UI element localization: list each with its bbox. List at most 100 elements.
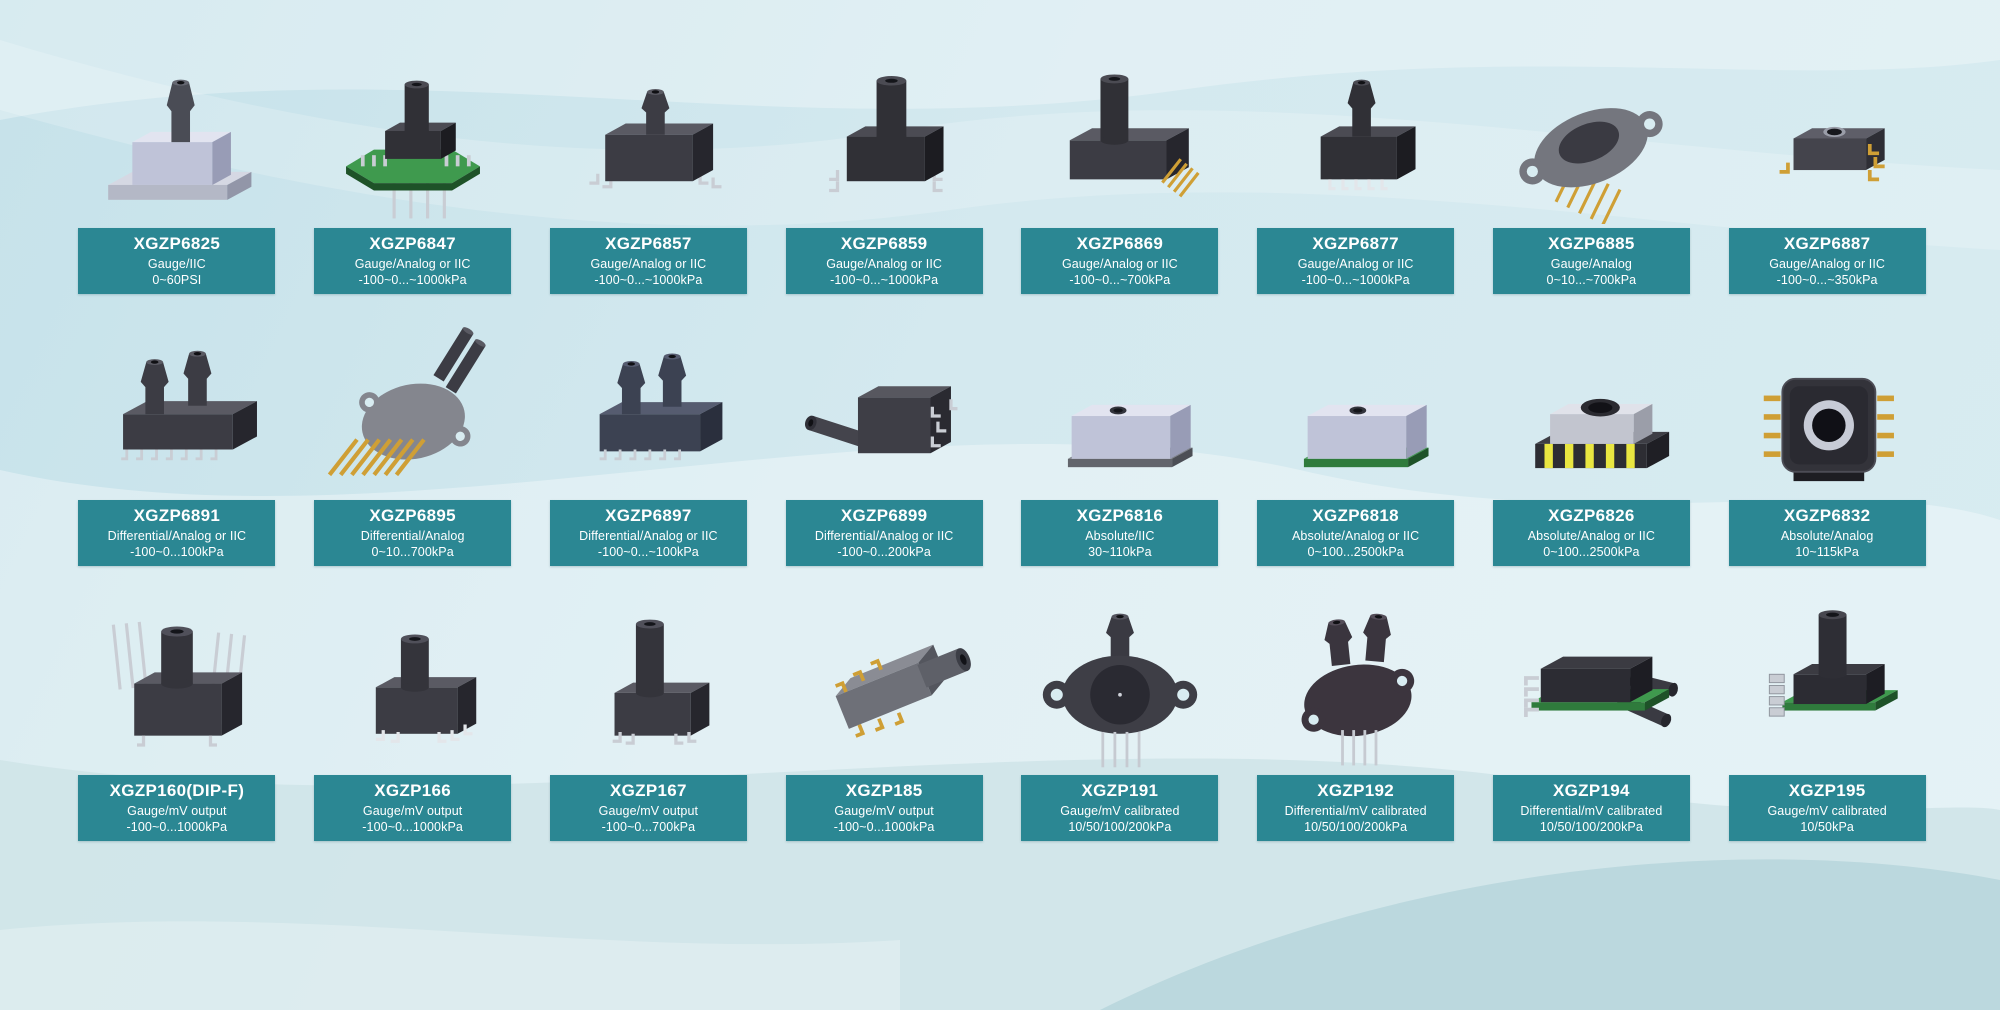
xgzp6859-sensor-render [829, 76, 944, 193]
product-image-area [766, 566, 1002, 775]
product-grid: XGZP6825 Gauge/IIC 0~60PSI XGZP6847 Gaug… [59, 14, 1945, 841]
product-card: XGZP167 Gauge/mV output -100~0...700kPa [531, 566, 767, 841]
xgzp6895-sensor-render [327, 327, 486, 477]
product-card: XGZP191 Gauge/mV calibrated 10/50/100/20… [1002, 566, 1238, 841]
product-card: XGZP6859 Gauge/Analog or IIC -100~0...~1… [766, 14, 1002, 294]
product-range: -100~0...~1000kPa [1301, 273, 1410, 288]
product-type: Differential/Analog or IIC [107, 528, 247, 543]
product-model: XGZP191 [1081, 781, 1159, 801]
product-model: XGZP194 [1553, 781, 1630, 801]
product-label: XGZP6899 Differential/Analog or IIC -100… [785, 500, 983, 566]
product-type: Differential/Analog [360, 528, 465, 543]
product-card: XGZP6885 Gauge/Analog 0~10...~700kPa [1474, 14, 1710, 294]
product-label: XGZP6818 Absolute/Analog or IIC 0~100...… [1257, 500, 1455, 566]
xgzp6825-sensor-render [108, 79, 252, 200]
xgzp160-sensor-render [111, 621, 246, 747]
product-range: 10/50/100/200kPa [1068, 820, 1172, 835]
xgzp166-sensor-render [375, 634, 476, 743]
product-model: XGZP6825 [133, 234, 221, 254]
product-label: XGZP6816 Absolute/IIC 30~110kPa [1021, 500, 1219, 566]
product-label: XGZP166 Gauge/mV output -100~0...1000kPa [314, 775, 512, 841]
product-label: XGZP6859 Gauge/Analog or IIC -100~0...~1… [785, 228, 983, 294]
product-card: XGZP195 Gauge/mV calibrated 10/50kPa [1709, 566, 1945, 841]
xgzp167-sensor-render [613, 619, 710, 745]
product-range: -100~0...1000kPa [833, 820, 935, 835]
product-range: -100~0...100kPa [130, 545, 224, 560]
product-card: XGZP6826 Absolute/Analog or IIC 0~100...… [1474, 294, 1710, 566]
product-model: XGZP6857 [605, 234, 692, 254]
product-model: XGZP6891 [133, 506, 221, 526]
product-image-area [295, 566, 531, 775]
product-card: XGZP6895 Differential/Analog 0~10...700k… [295, 294, 531, 566]
product-model: XGZP6899 [840, 506, 928, 526]
product-range: 30~110kPa [1088, 545, 1152, 560]
product-image-area [1238, 566, 1474, 775]
product-card: XGZP6897 Differential/Analog or IIC -100… [531, 294, 767, 566]
product-type: Gauge/mV output [598, 803, 699, 818]
product-range: -100~0...1000kPa [126, 820, 228, 835]
product-type: Absolute/Analog or IIC [1291, 528, 1420, 543]
product-image-area [1709, 14, 1945, 228]
product-label: XGZP191 Gauge/mV calibrated 10/50/100/20… [1021, 775, 1219, 841]
product-image-area [59, 566, 295, 775]
product-image-area [59, 14, 295, 228]
product-image-area [766, 14, 1002, 228]
product-label: XGZP6832 Absolute/Analog 10~115kPa [1728, 500, 1926, 566]
product-image-area [1709, 294, 1945, 500]
xgzp185-sensor-render [835, 644, 971, 738]
xgzp6885-sensor-render [1519, 108, 1664, 224]
product-card: XGZP6857 Gauge/Analog or IIC -100~0...~1… [531, 14, 767, 294]
product-image-area [59, 294, 295, 500]
product-type: Gauge/mV output [834, 803, 934, 818]
product-image-area [531, 14, 767, 228]
product-range: 0~60PSI [152, 273, 202, 288]
product-image-area [1002, 14, 1238, 228]
product-type: Gauge/Analog or IIC [590, 256, 707, 271]
product-card: XGZP6899 Differential/Analog or IIC -100… [766, 294, 1002, 566]
product-label: XGZP167 Gauge/mV output -100~0...700kPa [549, 775, 747, 841]
product-model: XGZP6826 [1548, 506, 1635, 526]
product-range: -100~0...1000kPa [362, 820, 463, 835]
product-range: -100~0...~1000kPa [830, 273, 939, 288]
product-range: 0~10...700kPa [371, 545, 454, 560]
xgzp6897-sensor-render [600, 353, 723, 461]
xgzp194-sensor-render [1524, 656, 1679, 728]
product-image-area [531, 294, 767, 500]
product-label: XGZP6826 Absolute/Analog or IIC 0~100...… [1492, 500, 1690, 566]
product-model: XGZP192 [1317, 781, 1394, 801]
product-image-area [1474, 14, 1710, 228]
product-type: Gauge/mV output [127, 803, 227, 818]
product-label: XGZP6897 Differential/Analog or IIC -100… [549, 500, 747, 566]
product-card: XGZP166 Gauge/mV output -100~0...1000kPa [295, 566, 531, 841]
product-card: XGZP160(DIP-F) Gauge/mV output -100~0...… [59, 566, 295, 841]
xgzp192-sensor-render [1301, 613, 1414, 766]
product-type: Absolute/Analog [1780, 528, 1874, 543]
product-model: XGZP195 [1788, 781, 1866, 801]
product-type: Differential/mV calibrated [1520, 803, 1663, 818]
xgzp6826-sensor-render [1535, 398, 1670, 469]
product-image-area [1238, 14, 1474, 228]
product-range: -100~0...~350kPa [1776, 273, 1878, 288]
product-range: -100~0...~700kPa [1069, 273, 1171, 288]
product-type: Gauge/Analog [1550, 256, 1632, 271]
xgzp6887-sensor-render [1779, 126, 1885, 182]
product-model: XGZP6859 [840, 234, 928, 254]
product-type: Differential/Analog or IIC [814, 528, 954, 543]
product-range: 0~100...2500kPa [1307, 545, 1404, 560]
product-label: XGZP6895 Differential/Analog 0~10...700k… [314, 500, 512, 566]
product-range: 0~10...~700kPa [1546, 273, 1637, 288]
product-card: XGZP6818 Absolute/Analog or IIC 0~100...… [1238, 294, 1474, 566]
product-model: XGZP6887 [1783, 234, 1871, 254]
product-type: Gauge/Analog or IIC [1769, 256, 1886, 271]
product-image-area [766, 294, 1002, 500]
product-model: XGZP6895 [369, 506, 456, 526]
product-card: XGZP6847 Gauge/Analog or IIC -100~0...~1… [295, 14, 531, 294]
xgzp191-sensor-render [1042, 613, 1198, 768]
product-label: XGZP6869 Gauge/Analog or IIC -100~0...~7… [1021, 228, 1219, 294]
product-range: 10~115kPa [1795, 545, 1859, 560]
product-range: 0~100...2500kPa [1543, 545, 1640, 560]
xgzp6847-sensor-render [345, 80, 480, 219]
xgzp6891-sensor-render [121, 350, 257, 461]
product-type: Gauge/Analog or IIC [826, 256, 943, 271]
product-type: Absolute/Analog or IIC [1527, 528, 1656, 543]
